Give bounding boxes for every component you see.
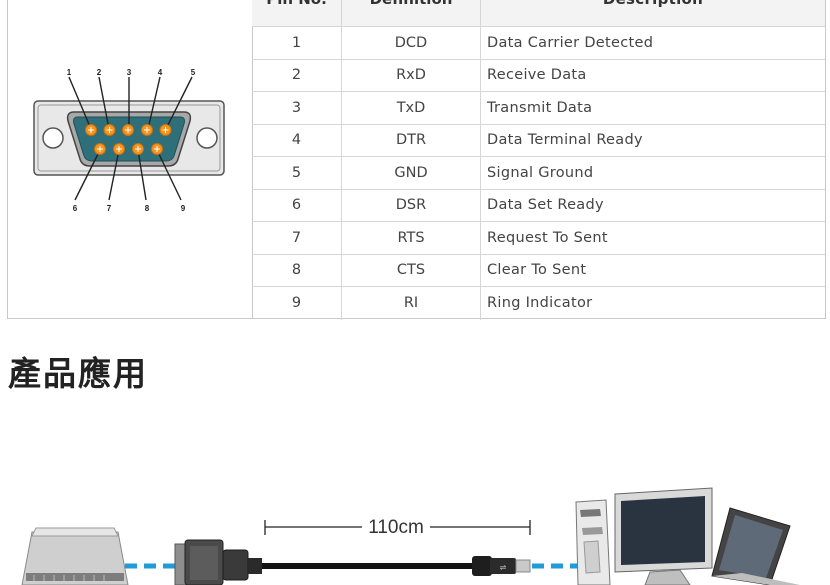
pin-description: Receive Data bbox=[487, 67, 587, 84]
pin-number: 3 bbox=[252, 92, 342, 124]
pin-table: 1 2 3 4 5 6 7 8 9 Pin No. Definition Des… bbox=[7, 0, 826, 320]
table-row: 4 DTR Data Terminal Ready bbox=[252, 124, 825, 157]
db9-connector-diagram: 1 2 3 4 5 6 7 8 9 bbox=[8, 0, 253, 318]
pin-definition: DCD bbox=[342, 27, 481, 59]
svg-text:⇌: ⇌ bbox=[500, 563, 507, 572]
pin-number: 4 bbox=[252, 124, 342, 156]
pin-definition: GND bbox=[342, 157, 481, 189]
pin-label-1: 1 bbox=[67, 68, 72, 77]
pin-definition: CTS bbox=[342, 254, 481, 286]
table-row: 2 RxD Receive Data bbox=[252, 59, 825, 92]
pin-description: Signal Ground bbox=[487, 164, 594, 181]
table-row: 1 DCD Data Carrier Detected bbox=[252, 27, 825, 60]
db9-connector-illustration: 1 2 3 4 5 6 7 8 9 bbox=[33, 68, 225, 213]
pin-number: 8 bbox=[252, 254, 342, 286]
pin-description: Ring Indicator bbox=[487, 295, 593, 312]
pin-number: 9 bbox=[252, 287, 342, 320]
table-row: 8 CTS Clear To Sent bbox=[252, 254, 825, 287]
pin-definition: RxD bbox=[342, 59, 481, 91]
table-row: 7 RTS Request To Sent bbox=[252, 222, 825, 255]
header-description: Description bbox=[481, 0, 825, 26]
pin-description: Data Set Ready bbox=[487, 197, 604, 214]
pin-number: 5 bbox=[252, 157, 342, 189]
mount-hole-right bbox=[196, 127, 218, 149]
pin-description: Request To Sent bbox=[487, 229, 608, 246]
pin-definition-grid: Pin No. Definition Description 1 DCD Dat… bbox=[252, 0, 825, 320]
mount-hole-left bbox=[42, 127, 64, 149]
pin-label-3: 3 bbox=[127, 68, 132, 77]
pin-label-6: 6 bbox=[73, 204, 78, 213]
table-row: 3 TxD Transmit Data bbox=[252, 92, 825, 125]
pin-definition: TxD bbox=[342, 92, 481, 124]
application-illustration: ⇌ 110cm bbox=[21, 487, 800, 585]
pin-label-8: 8 bbox=[145, 204, 150, 213]
section-title: 產品應用 bbox=[8, 354, 148, 393]
table-row: 5 GND Signal Ground bbox=[252, 157, 825, 190]
pin-label-9: 9 bbox=[181, 204, 186, 213]
pin-description: Data Carrier Detected bbox=[487, 34, 654, 51]
usb-plug-icon: ⇌ bbox=[472, 556, 531, 576]
pin-label-2: 2 bbox=[97, 68, 102, 77]
pin-description: Data Terminal Ready bbox=[487, 132, 643, 149]
pin-label-5: 5 bbox=[191, 68, 196, 77]
serial-device-icon bbox=[21, 527, 129, 585]
pin-number: 6 bbox=[252, 189, 342, 221]
pin-number: 7 bbox=[252, 222, 342, 254]
pin-label-4: 4 bbox=[158, 68, 163, 77]
length-dimension bbox=[264, 520, 531, 535]
header-pin-no: Pin No. bbox=[252, 0, 342, 26]
table-row: 6 DSR Data Set Ready bbox=[252, 189, 825, 222]
pin-definition: RI bbox=[342, 287, 481, 320]
table-row: 9 RI Ring Indicator bbox=[252, 287, 825, 320]
pin-number: 1 bbox=[252, 27, 342, 59]
cable-length-label: 110cm bbox=[368, 517, 424, 538]
table-header-row: Pin No. Definition Description bbox=[252, 0, 825, 27]
pin-description: Clear To Sent bbox=[487, 262, 587, 279]
pin-definition: DTR bbox=[342, 124, 481, 156]
pin-label-7: 7 bbox=[107, 204, 112, 213]
pin-definition: DSR bbox=[342, 189, 481, 221]
pin-number: 2 bbox=[252, 59, 342, 91]
pin-description: Transmit Data bbox=[487, 99, 593, 116]
db9-plug-icon bbox=[174, 539, 262, 585]
desktop-computer-icon bbox=[575, 487, 800, 585]
header-definition: Definition bbox=[342, 0, 481, 26]
pin-definition: RTS bbox=[342, 222, 481, 254]
